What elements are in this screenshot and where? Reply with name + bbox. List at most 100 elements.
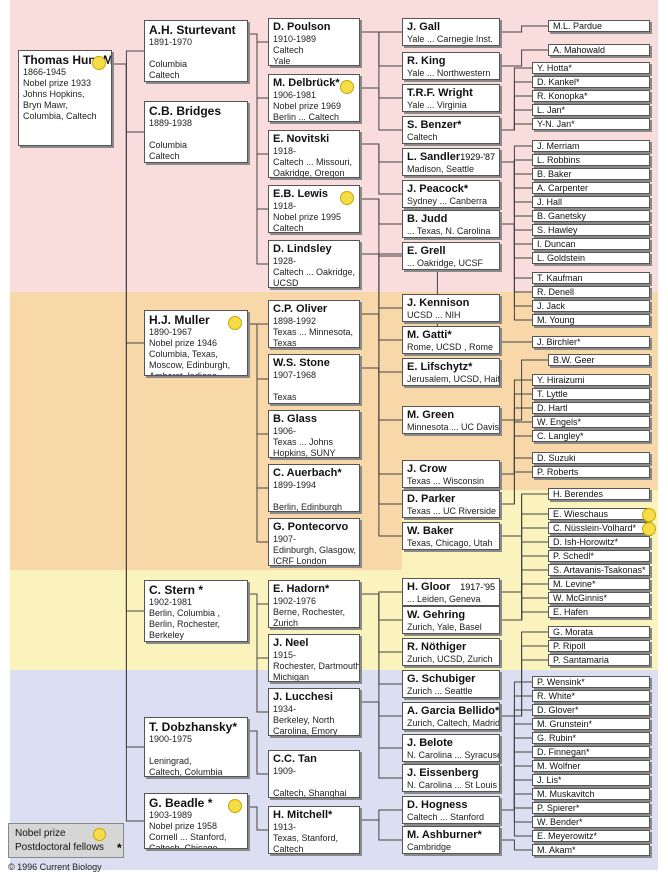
edge-muller-pontecorvo [248, 323, 268, 543]
node-detail: Minnesota ... UC Davis [407, 422, 500, 432]
node-name: J. Eissenberg [407, 767, 479, 779]
node-detail: Berlin, Columbia , [149, 608, 221, 618]
leaf-name: D. Glover* [537, 705, 579, 715]
node-detail: 1866-1945 [23, 67, 67, 77]
node-detail: 1902-1976 [273, 596, 317, 606]
legend-star-symbol: * [117, 841, 122, 855]
leaf-name: L. Robbins [537, 155, 581, 165]
edge-sturtevant-lewis [248, 33, 268, 210]
leaf-grunstein: M. Grunstein* [532, 718, 650, 730]
leaf-denell: R. Denell [532, 286, 650, 298]
node-gatti: M. Gatti*Rome, UCSD , Rome [402, 326, 500, 354]
node-name: M. Delbrück* [273, 77, 340, 89]
node-detail: Moscow, Edinburgh, [149, 360, 231, 370]
node-detail: Caltech, Chicago [149, 843, 218, 849]
node-name: E. Novitski [273, 133, 330, 145]
edge-parker-suzuki [500, 457, 532, 505]
node-detail: Caltech ... Stanford [407, 812, 485, 822]
leaf-name: D. Hartl [537, 403, 568, 413]
node-detail: Hopkins, SUNY [273, 448, 336, 458]
node-detail: 1928- [273, 256, 297, 266]
node-detail [273, 491, 355, 502]
edge-stone-crow [360, 367, 402, 475]
node-detail: Texas ... UC Riverside [407, 506, 497, 516]
node-detail: Johns Hopkins, [23, 89, 85, 99]
leaf-spierer: P. Spierer* [532, 802, 650, 814]
leaf-hartl: D. Hartl [532, 402, 650, 414]
edge-novitski-sandler [360, 143, 402, 163]
node-mitchell: H. Mitchell*1913-Texas, Stanford,Caltech [268, 806, 360, 854]
node-name: H.J. Muller [149, 313, 210, 327]
edge-morgan-beadle [112, 63, 144, 822]
edge-lewis-grell [360, 198, 402, 257]
node-detail: Yale ... Carnegie Inst. [407, 34, 493, 44]
leaf-name: M. Muskavitch [537, 789, 595, 799]
leaf-name: S. Hawley [537, 225, 578, 235]
leaf-name: R. Denell [537, 287, 575, 297]
node-name: R. King [407, 55, 446, 67]
leaf-name: L. Goldstein [537, 253, 586, 263]
node-detail: Nobel prize 1946 [149, 338, 218, 348]
node-name: J. Crow [407, 463, 447, 475]
node-detail: Caltech [149, 151, 180, 161]
edge-sandler-hall [500, 161, 532, 203]
node-name: G. Beadle * [149, 796, 213, 810]
node-name: E. Grell [407, 245, 446, 257]
edge-gehring-hafen [500, 611, 548, 621]
node-detail: 1934- [273, 704, 297, 714]
nobel-prize-dot-icon [340, 80, 354, 94]
node-name: J. Neel [273, 637, 309, 649]
edge-morgan-stern [112, 63, 144, 612]
node-detail [149, 745, 243, 756]
edge-sandler-bbaker [500, 161, 532, 175]
node-detail: Yale ... Virginia [407, 100, 467, 110]
edge-hogness-rubin [500, 737, 532, 811]
edge-lucchesi-eissenberg [360, 701, 402, 779]
leaf-young: M. Young [532, 314, 650, 326]
leaf-name: P. Santamaria [553, 655, 609, 665]
edge-lindsley-kennison [360, 253, 402, 309]
legend-postdoc-label: Postdoctoral fellows [15, 842, 104, 853]
leaf-ganetsky: B. Ganetsky [532, 210, 650, 222]
edge-poulson-king [360, 31, 402, 67]
leaf-name: I. Duncan [537, 239, 576, 249]
edge-morgan-bridges [112, 63, 144, 133]
edge-hogness-wolfner [500, 765, 532, 811]
node-name: W. Baker [407, 525, 454, 537]
node-detail: Texas ... Johns [273, 437, 334, 447]
node-detail: Michigan [273, 672, 310, 682]
leaf-name: J. Merriam [537, 141, 580, 151]
node-detail: Yale [273, 56, 291, 66]
node-detail: Nobel prize 1933 [23, 78, 92, 88]
leaf-name: A. Carpenter [537, 183, 589, 193]
leaf-bender: W. Bender* [532, 816, 650, 828]
edge-hadorn-schubiger [360, 593, 402, 685]
nobel-prize-dot-icon [228, 799, 242, 813]
node-name: W. Gehring [407, 609, 466, 621]
node-detail: 1899-1994 [273, 480, 317, 490]
edge-king-mahowald [500, 49, 548, 67]
node-name: C.B. Bridges [149, 104, 222, 118]
edge-sturtevant-delbruck [248, 33, 268, 99]
node-detail: Nobel prize 1995 [273, 212, 342, 222]
leaf-hafen: E. Hafen [548, 606, 650, 618]
leaf-mcginnis: W. McGinnis* [548, 592, 650, 604]
edge-judd-kaufman [500, 223, 532, 279]
node-name: G. Pontecorvo [273, 521, 349, 533]
legend-prize-dot-icon [93, 828, 106, 841]
node-detail: 1915- [273, 650, 297, 660]
edge-hogness-meyerowitz [500, 809, 532, 837]
leaf-lyttle: T. Lyttle [532, 388, 650, 400]
node-detail: Caltech, Shanghai [273, 788, 347, 798]
node-detail: Berlin ... Caltech [273, 112, 340, 122]
edge-hadorn-nothiger [360, 593, 402, 653]
node-name: S. Benzer* [407, 119, 462, 131]
edge-baker-berendes [500, 493, 548, 537]
leaf-name: H. Berendes [553, 489, 604, 499]
